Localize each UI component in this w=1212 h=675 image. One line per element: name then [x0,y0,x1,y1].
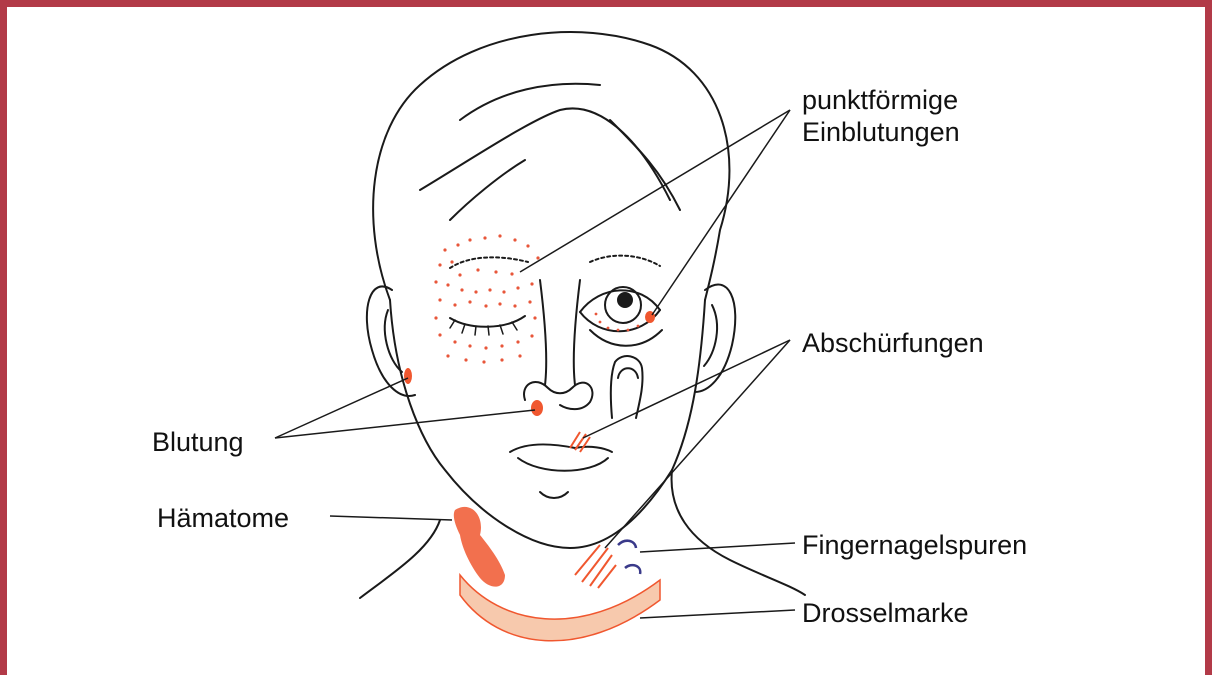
neck-right [672,470,805,595]
petechiae-left [434,234,539,363]
leader-haematome [330,516,452,520]
label-punktfoermige: punktförmige [802,82,958,118]
hair-fringe [420,108,670,200]
label-fingernagelspuren: Fingernagelspuren [802,527,1027,563]
label-blutung: Blutung [152,424,244,460]
label-abschuerfungen: Abschürfungen [802,325,984,361]
right-eyebrow [590,256,660,266]
nose-bleeding [531,400,543,416]
neck-left [360,520,440,598]
leader-absch-1 [583,340,790,438]
ear-bleeding [404,368,412,384]
hair-strand-1 [460,84,600,120]
fingernail-marks [618,541,640,574]
chin-mark [540,492,568,498]
neck-scratches [575,545,616,588]
left-eyebrow [450,257,528,268]
hair [373,32,729,300]
nose-bridge-right [574,280,580,385]
face-outline [390,300,705,548]
finger [611,356,643,418]
leader-drossel [640,610,795,618]
label-drosselmarke: Drosselmarke [802,595,969,631]
label-haematome: Hämatome [157,500,289,536]
lip-abrasion [570,432,590,452]
mouth-lower [518,458,608,471]
leader-finger [640,543,795,552]
right-ear-inner [704,305,717,366]
right-eye-pupil [618,293,632,307]
leader-blutung-nose [275,410,535,438]
finger-nail [618,368,638,378]
leader-blutung-ear [275,378,408,438]
hair-strand-3 [450,160,525,220]
mouth-upper [510,444,612,452]
leader-punkt-left [520,110,790,272]
hematoma [454,507,505,587]
right-eye-lower-lid [590,330,662,346]
nose-bridge-left [540,280,546,385]
label-einblutungen: Einblutungen [802,114,960,150]
